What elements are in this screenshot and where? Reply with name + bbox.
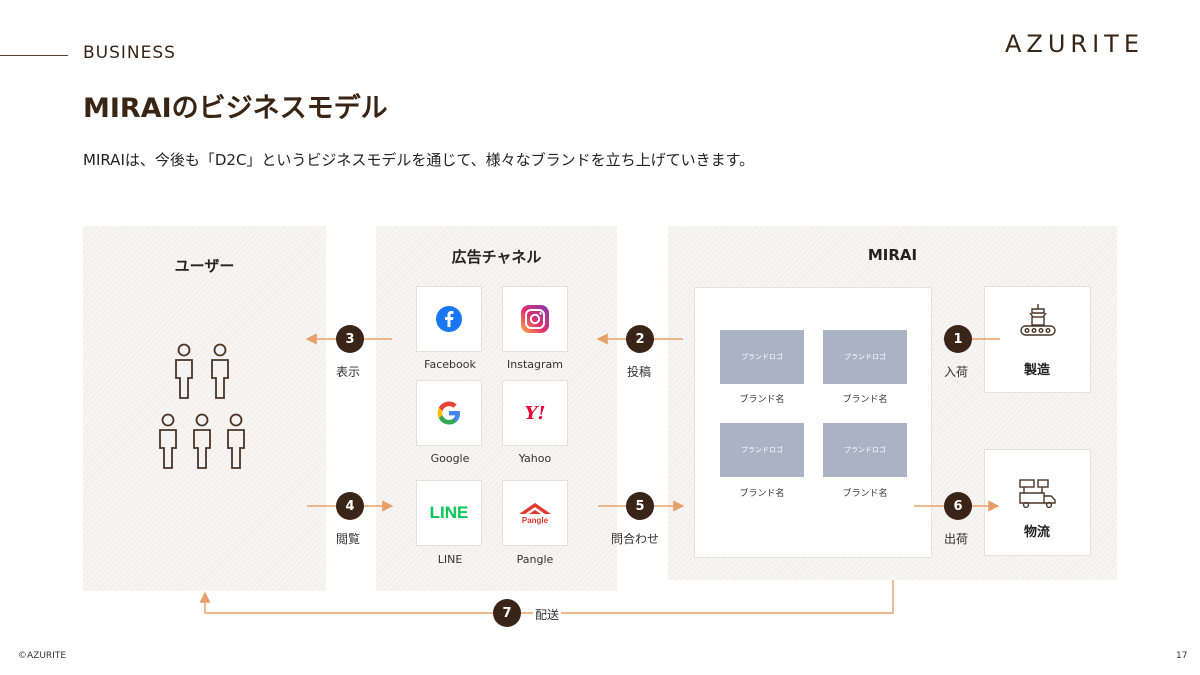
mirai-panel-title: MIRAI (867, 246, 918, 264)
brand-name: ブランド名 (739, 395, 785, 405)
step-1-badge: 1 (944, 325, 972, 353)
manufacturing-robot-icon (1020, 304, 1056, 336)
line-icon: LINE (429, 503, 469, 522)
company-logo: AZURITE (1005, 30, 1145, 58)
pangle-card: Pangle (502, 480, 568, 546)
section-label: BUSINESS (83, 43, 176, 63)
brand-logo: ブランドロゴ (823, 330, 907, 384)
facebook-label: Facebook (424, 358, 476, 371)
step-7-badge: 7 (493, 599, 521, 627)
brand-name: ブランド名 (842, 489, 888, 499)
instagram-icon (521, 305, 549, 333)
step-6-badge: 6 (944, 492, 972, 520)
yahoo-card: Y! (502, 380, 568, 446)
logistics-truck-icon (1019, 479, 1056, 509)
header-rule (0, 55, 68, 56)
logistics-label: 物流 (1023, 525, 1050, 540)
instagram-card (502, 286, 568, 352)
step-7-label: 配送 (533, 606, 562, 623)
users-icon (159, 343, 245, 469)
users-panel-title: ユーザー (174, 257, 235, 275)
facebook-icon (436, 306, 462, 332)
step-4-label: 閲覧 (336, 532, 361, 546)
step-5-label: 問合わせ (611, 532, 660, 546)
pangle-label: Pangle (516, 553, 554, 566)
step-2-badge: 2 (626, 325, 654, 353)
brand-logo: ブランドロゴ (720, 330, 804, 384)
pangle-mark-icon (519, 503, 551, 514)
users-panel (83, 226, 326, 591)
step-6-label: 出荷 (944, 532, 969, 546)
brand-logo: ブランドロゴ (720, 423, 804, 477)
google-label: Google (430, 452, 470, 465)
brand-name: ブランド名 (842, 395, 888, 405)
lead-text: MIRAIは、今後も「D2C」というビジネスモデルを通じて、様々なブランドを立ち… (83, 151, 755, 169)
step-5-badge: 5 (626, 492, 654, 520)
facebook-card (416, 286, 482, 352)
step-3-badge: 3 (336, 325, 364, 353)
pangle-icon: Pangle (521, 516, 549, 525)
google-icon (437, 401, 460, 425)
copyright: ©AZURITE (18, 651, 67, 661)
page-title: MIRAIのビジネスモデル (83, 93, 388, 124)
instagram-label: Instagram (507, 358, 563, 371)
manufacturing-box (984, 286, 1091, 393)
brand-name: ブランド名 (739, 489, 785, 499)
line-label: LINE (437, 553, 463, 566)
yahoo-icon: Y! (524, 402, 546, 424)
manufacturing-label: 製造 (1023, 363, 1050, 378)
step-4-badge: 4 (336, 492, 364, 520)
page-number: 17 (1176, 651, 1188, 661)
step-2-label: 投稿 (627, 365, 652, 379)
google-card (416, 380, 482, 446)
line-card: LINE (416, 480, 482, 546)
ad-channels-panel-title: 広告チャネル (451, 248, 542, 266)
brand-logo: ブランドロゴ (823, 423, 907, 477)
step-1-label: 入荷 (944, 365, 969, 379)
yahoo-label: Yahoo (518, 452, 552, 465)
step-3-label: 表示 (336, 365, 361, 379)
